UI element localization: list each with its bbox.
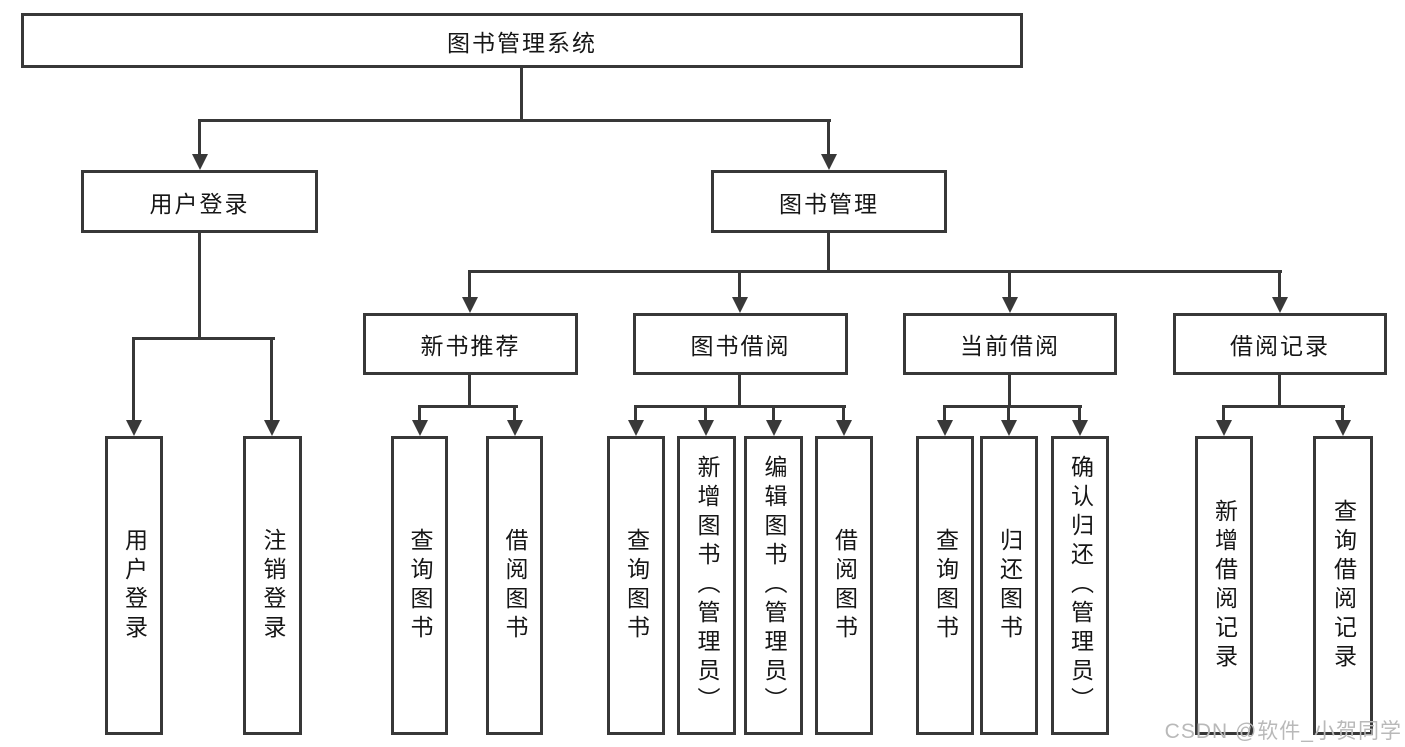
- node-book-borrow: 图书借阅: [633, 313, 848, 375]
- arrow-down-icon: [732, 297, 748, 313]
- arrow-down-icon: [1216, 420, 1232, 436]
- arrow-down-icon: [462, 297, 478, 313]
- leaf-edit-book-admin: 编辑图书（管理员）: [744, 436, 803, 735]
- connector-bookmgmt-hbar: [469, 270, 1282, 273]
- csdn-watermark: CSDN @软件_小贺同学: [1164, 720, 1402, 743]
- connector-line: [1278, 270, 1281, 299]
- arrow-down-icon: [821, 154, 837, 170]
- leaf-borrow-books-1: 借阅图书: [486, 436, 543, 735]
- arrow-down-icon: [836, 420, 852, 436]
- leaf-logout: 注销登录: [243, 436, 302, 735]
- leaf-add-book-admin-label: 新增图书（管理员）: [694, 455, 720, 716]
- connector-line: [132, 337, 135, 422]
- connector-line: [772, 405, 775, 422]
- connector-line: [704, 405, 707, 422]
- leaf-query-books-3-label: 查询图书: [932, 527, 959, 644]
- node-root-label: 图书管理系统: [447, 29, 597, 56]
- leaf-add-borrow-record-label: 新增借阅记录: [1211, 498, 1238, 673]
- node-borrow-records: 借阅记录: [1173, 313, 1387, 375]
- node-book-management: 图书管理: [711, 170, 947, 233]
- node-user-login-label: 用户登录: [149, 190, 250, 217]
- connector-line: [827, 119, 830, 155]
- leaf-edit-book-admin-label: 编辑图书（管理员）: [761, 455, 787, 716]
- connector-records-stem: [1278, 375, 1281, 407]
- node-borrow-records-label: 借阅记录: [1230, 333, 1330, 359]
- connector-line: [270, 337, 273, 422]
- arrow-down-icon: [766, 420, 782, 436]
- leaf-confirm-return-admin: 确认归还（管理员）: [1051, 436, 1109, 735]
- leaf-query-books-1-label: 查询图书: [407, 527, 433, 644]
- connector-line: [738, 270, 741, 299]
- arrow-down-icon: [698, 420, 714, 436]
- arrow-down-icon: [1072, 420, 1088, 436]
- connector-line: [468, 270, 471, 299]
- arrow-down-icon: [1335, 420, 1351, 436]
- connector-userlogin-stem: [198, 233, 201, 339]
- node-user-login: 用户登录: [81, 170, 318, 233]
- connector-newbook-stem: [468, 375, 471, 407]
- arrow-down-icon: [628, 420, 644, 436]
- connector-line: [842, 405, 845, 422]
- connector-current-stem: [1008, 375, 1011, 407]
- connector-newbook-hbar: [418, 405, 518, 408]
- connector-records-hbar: [1222, 405, 1345, 408]
- node-new-book-recommend: 新书推荐: [363, 313, 578, 375]
- connector-line: [1341, 405, 1344, 422]
- leaf-query-books-3: 查询图书: [916, 436, 974, 735]
- connector-line: [1008, 270, 1011, 299]
- leaf-user-login-label: 用户登录: [121, 527, 148, 644]
- leaf-user-login: 用户登录: [105, 436, 163, 735]
- connector-line: [634, 405, 637, 422]
- arrow-down-icon: [412, 420, 428, 436]
- node-current-borrow: 当前借阅: [903, 313, 1117, 375]
- node-book-borrow-label: 图书借阅: [690, 333, 791, 359]
- leaf-query-books-1: 查询图书: [391, 436, 448, 735]
- arrow-down-icon: [1002, 297, 1018, 313]
- arrow-down-icon: [192, 154, 208, 170]
- leaf-query-borrow-record-label: 查询借阅记录: [1330, 498, 1357, 673]
- leaf-query-borrow-record: 查询借阅记录: [1313, 436, 1373, 735]
- connector-userlogin-hbar: [133, 337, 275, 340]
- leaf-logout-label: 注销登录: [260, 527, 286, 644]
- connector-root-stem: [520, 68, 523, 120]
- arrow-down-icon: [1272, 297, 1288, 313]
- leaf-confirm-return-admin-label: 确认归还（管理员）: [1067, 455, 1094, 716]
- arrow-down-icon: [126, 420, 142, 436]
- node-book-management-label: 图书管理: [779, 190, 879, 217]
- node-new-book-recommend-label: 新书推荐: [420, 333, 521, 359]
- connector-borrow-hbar: [634, 405, 846, 408]
- connector-root-hbar: [199, 119, 831, 122]
- node-current-borrow-label: 当前借阅: [960, 333, 1060, 359]
- connector-line: [1078, 405, 1081, 422]
- arrow-down-icon: [1001, 420, 1017, 436]
- connector-line: [943, 405, 946, 422]
- leaf-query-books-2-label: 查询图书: [623, 527, 650, 644]
- leaf-borrow-books-1-label: 借阅图书: [502, 527, 528, 644]
- leaf-return-books: 归还图书: [980, 436, 1038, 735]
- leaf-add-borrow-record: 新增借阅记录: [1195, 436, 1253, 735]
- connector-line: [1222, 405, 1225, 422]
- arrow-down-icon: [507, 420, 523, 436]
- arrow-down-icon: [937, 420, 953, 436]
- node-root: 图书管理系统: [21, 13, 1023, 68]
- connector-bookmgmt-stem: [827, 233, 830, 272]
- leaf-add-book-admin: 新增图书（管理员）: [677, 436, 736, 735]
- connector-current-hbar: [943, 405, 1082, 408]
- connector-line: [418, 405, 421, 422]
- connector-line: [198, 119, 201, 155]
- leaf-query-books-2: 查询图书: [607, 436, 665, 735]
- connector-borrow-stem: [738, 375, 741, 407]
- leaf-return-books-label: 归还图书: [996, 527, 1023, 644]
- connector-line: [513, 405, 516, 422]
- connector-line: [1007, 405, 1010, 422]
- arrow-down-icon: [264, 420, 280, 436]
- leaf-borrow-books-2-label: 借阅图书: [831, 527, 858, 644]
- leaf-borrow-books-2: 借阅图书: [815, 436, 873, 735]
